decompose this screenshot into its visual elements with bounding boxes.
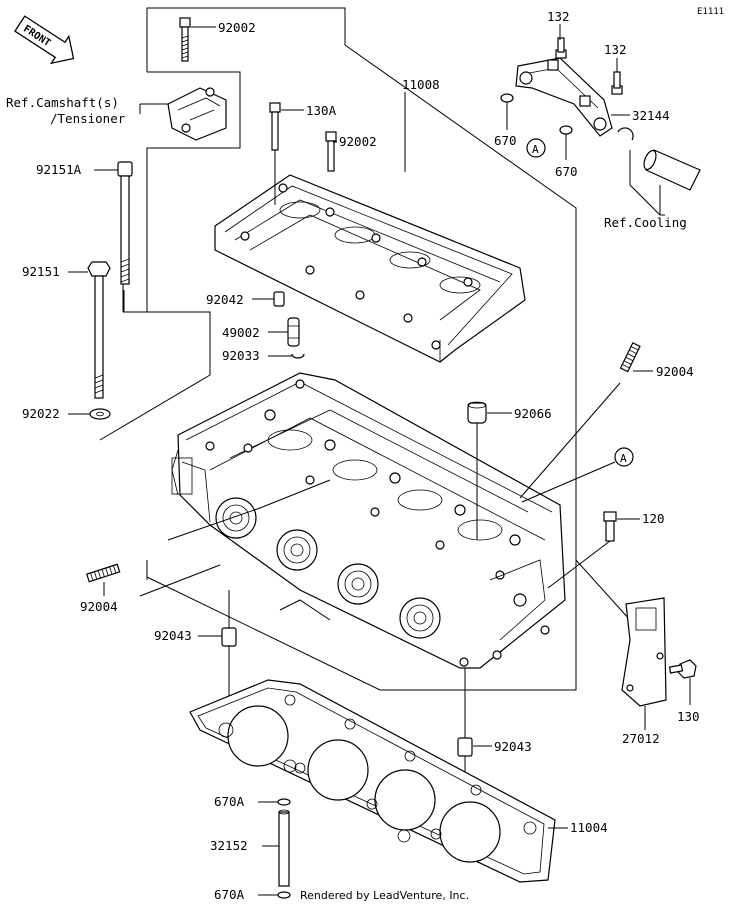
stud-92004-left [86, 563, 121, 583]
label-32144: 32144 [632, 108, 670, 123]
bolt-120 [603, 511, 617, 542]
label-132-a: 132 [547, 9, 570, 24]
label-92151A: 92151A [36, 162, 82, 177]
label-49002: 49002 [222, 325, 260, 340]
hose-clamp [617, 127, 634, 141]
coolant-hose [643, 149, 701, 191]
callout-labels: 92002 Ref.Camshaft(s) /Tensioner 132 132… [6, 9, 700, 902]
bolt-132-a [555, 37, 567, 59]
label-92151: 92151 [22, 264, 60, 279]
label-92004-right: 92004 [656, 364, 694, 379]
oring-670-a [500, 93, 514, 103]
bolt-130A [269, 102, 281, 151]
oring-670A-top [277, 798, 291, 806]
label-132-b: 132 [604, 42, 627, 57]
label-ref-cooling: Ref.Cooling [604, 215, 687, 230]
bolt-132-b [611, 71, 623, 95]
label-130: 130 [677, 709, 700, 724]
label-92022: 92022 [22, 406, 60, 421]
label-11004: 11004 [570, 820, 608, 835]
label-670-b: 670 [555, 164, 578, 179]
label-27012: 27012 [622, 731, 660, 746]
oring-670-b [559, 125, 573, 135]
head-gasket-11004 [189, 679, 556, 883]
label-670A-top: 670A [214, 794, 245, 809]
marker-a-mid: A [614, 447, 634, 467]
label-92033: 92033 [222, 348, 260, 363]
bracket-27012 [621, 597, 667, 707]
stud-92004-right [619, 342, 641, 373]
label-120: 120 [642, 511, 665, 526]
label-130A: 130A [306, 103, 337, 118]
bolt-92002-top [179, 17, 191, 62]
plug-92066 [467, 401, 487, 424]
bolt-130 [668, 659, 697, 679]
bolt-92151A [117, 161, 133, 285]
label-670-a: 670 [494, 133, 517, 148]
label-92043-top: 92043 [154, 628, 192, 643]
bolt-92002-mid [325, 131, 337, 172]
label-92042: 92042 [206, 292, 244, 307]
label-92002-mid: 92002 [339, 134, 377, 149]
credit-text: Rendered by LeadVenture, Inc. [300, 889, 469, 902]
water-fitting-32144 [515, 57, 613, 137]
cylinder-head [171, 372, 566, 669]
bolt-92151 [87, 261, 111, 399]
pipe-32152 [278, 809, 290, 887]
label-ref-camshaft: Ref.Camshaft(s) [6, 95, 119, 110]
washer-92022 [89, 408, 111, 420]
ring-92033 [291, 353, 305, 359]
marker-a-top-label: A [532, 143, 539, 156]
label-ref-tensioner: /Tensioner [50, 111, 126, 126]
marker-a-top: A [526, 138, 546, 158]
lifter-49002 [287, 317, 300, 347]
oring-670A-bottom [277, 891, 291, 899]
label-11008: 11008 [402, 77, 440, 92]
dowel-92043-top [221, 627, 237, 647]
label-92002-top: 92002 [218, 20, 256, 35]
label-670A-bottom: 670A [214, 887, 245, 902]
reference-frames [122, 7, 631, 691]
camshaft-tensioner-ref [167, 87, 227, 141]
label-92043-bottom: 92043 [494, 739, 532, 754]
label-92066: 92066 [514, 406, 552, 421]
label-32152: 32152 [210, 838, 248, 853]
marker-a-mid-label: A [620, 452, 627, 465]
camshaft-holder-11008 [214, 174, 526, 363]
dowel-92043-bottom [457, 737, 473, 757]
dowel-92042 [273, 291, 285, 307]
front-arrow-icon: FRONT [14, 15, 75, 65]
label-92004-left: 92004 [80, 599, 118, 614]
diagram-code: E1111 [697, 7, 724, 17]
